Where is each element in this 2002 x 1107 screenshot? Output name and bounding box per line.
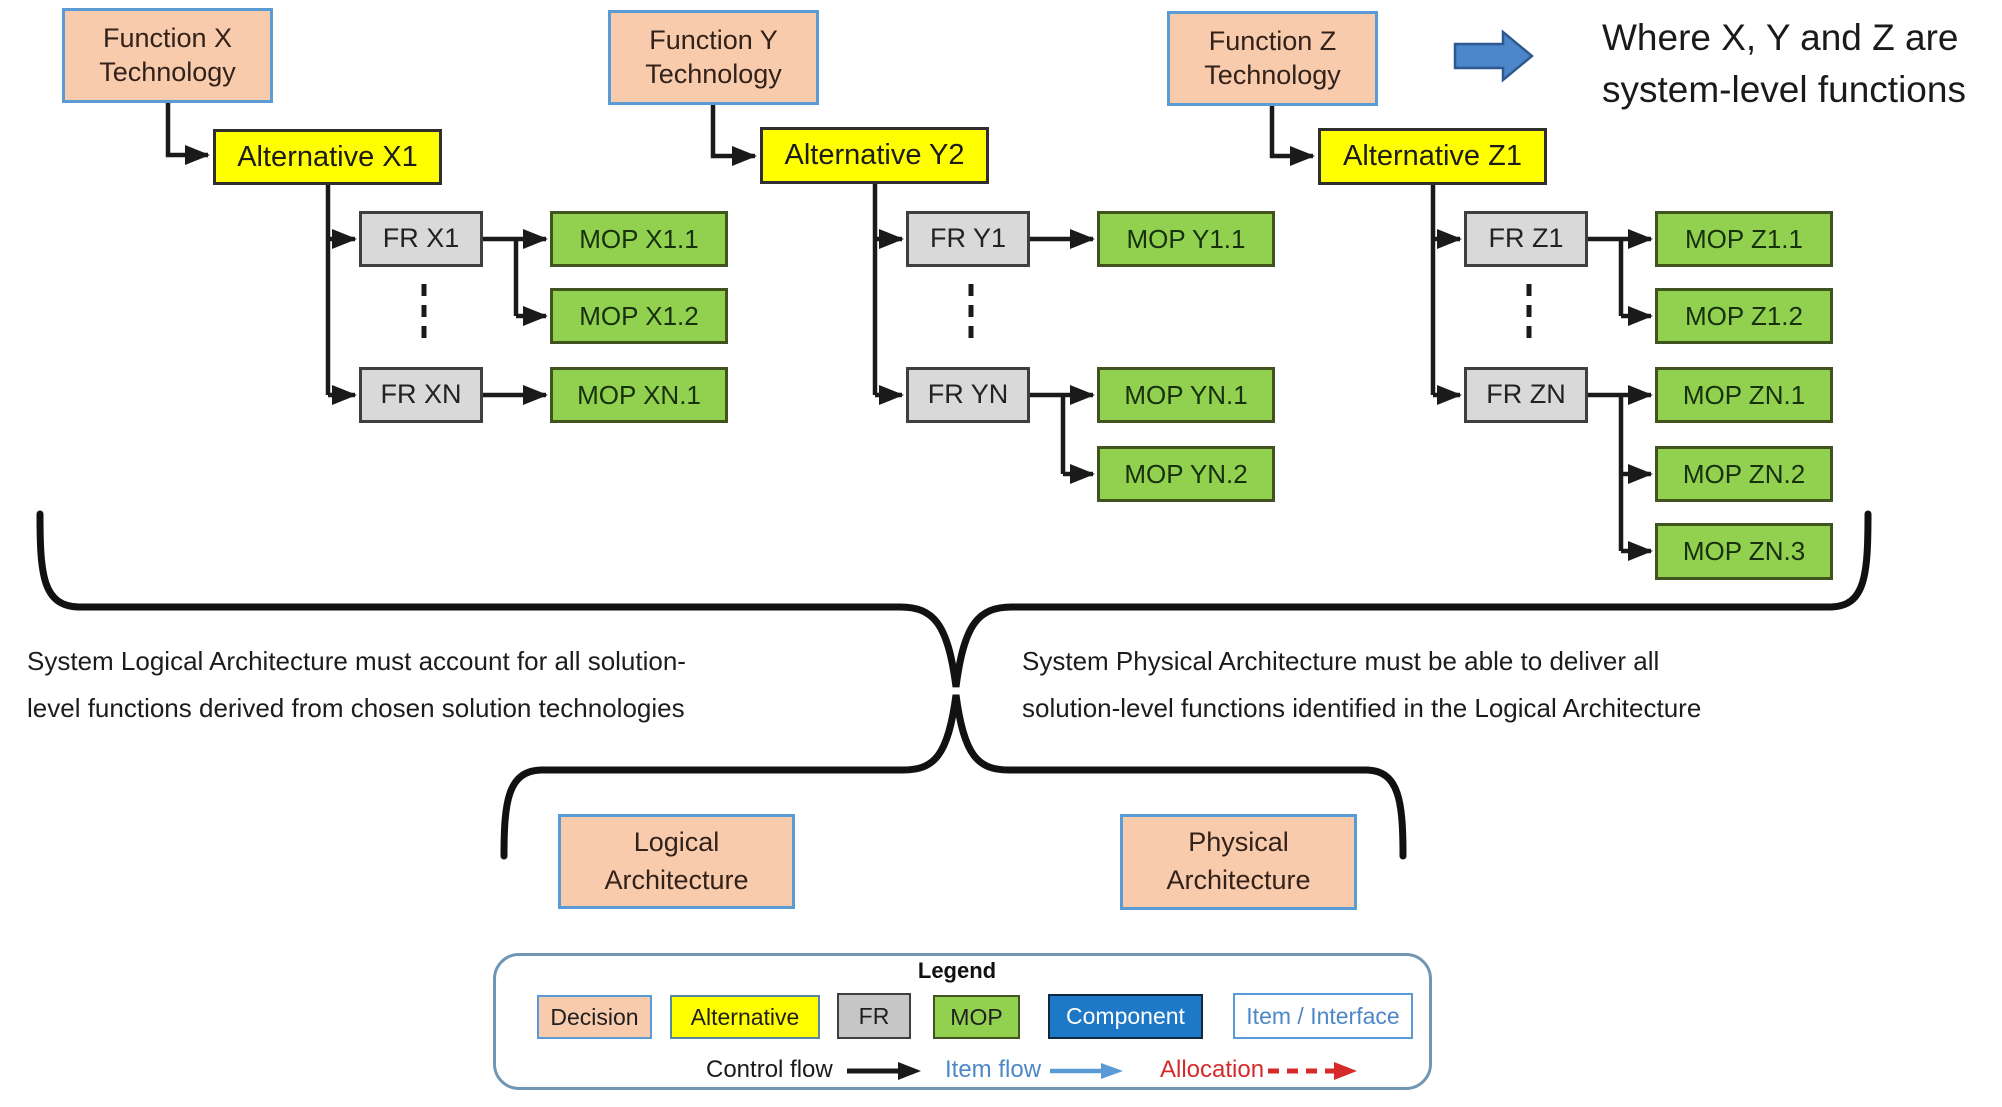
mop-z1-2-box: MOP Z1.2	[1655, 288, 1833, 344]
physical-architecture-line2: Architecture	[1166, 865, 1311, 895]
braces	[36, 510, 1872, 860]
physical-architecture-line1: Physical	[1188, 827, 1289, 858]
allocation-arrow-icon	[1268, 1062, 1357, 1080]
mop-zn-2-box: MOP ZN.2	[1655, 446, 1833, 502]
function-y-line1: Function Y	[649, 24, 778, 55]
mop-x1-2-box: MOP X1.2	[550, 288, 728, 344]
legend-allocation-label: Allocation	[1160, 1056, 1265, 1083]
control-flow-line	[1269, 106, 1315, 166]
mop-y1-1-box: MOP Y1.1	[1097, 211, 1275, 267]
function-y-technology-box: Function Y Technology	[608, 10, 819, 105]
mop-zn-3-box: MOP ZN.3	[1655, 523, 1833, 580]
physical-note-line2: solution-level functions identified in t…	[1022, 693, 1702, 723]
logical-architecture-line1: Logical	[633, 826, 720, 857]
physical-architecture-box: Physical Architecture	[1120, 814, 1357, 910]
function-x-line1: Function X	[102, 22, 233, 53]
function-z-technology-box: Function Z Technology	[1167, 11, 1378, 106]
legend-alternative-box: Alternative	[670, 995, 820, 1039]
function-x-technology-box: Function X Technology	[62, 8, 273, 103]
legend-item-interface-box: Item / Interface	[1233, 993, 1413, 1039]
mop-yn-1-box: MOP YN.1	[1097, 367, 1275, 423]
mop-yn-2-box: MOP YN.2	[1097, 446, 1275, 502]
physical-note-line1: System Physical Architecture must be abl…	[1022, 646, 1660, 676]
alternative-y2-box: Alternative Y2	[760, 127, 989, 184]
annotation-line2: system-level functions	[1602, 69, 1966, 110]
control-flow-arrow-icon	[847, 1062, 921, 1080]
function-y-line2: Technology	[645, 58, 782, 89]
column-z-connectors	[1269, 106, 1653, 561]
item-flow-arrow-icon	[1050, 1063, 1123, 1079]
block-arrow-icon	[1453, 29, 1534, 83]
control-flow-line	[710, 105, 757, 166]
mop-zn-1-box: MOP ZN.1	[1655, 367, 1833, 423]
lower-brace	[500, 694, 1407, 860]
legend-fr-box: FR	[837, 993, 911, 1039]
fr-z1-box: FR Z1	[1464, 211, 1588, 267]
column-y-connectors	[710, 105, 1095, 484]
fr-zn-box: FR ZN	[1464, 367, 1588, 423]
fr-x1-box: FR X1	[359, 211, 483, 267]
logical-architecture-line2: Architecture	[604, 864, 749, 895]
fr-yn-box: FR YN	[906, 367, 1030, 423]
legend-mop-box: MOP	[933, 995, 1020, 1039]
annotation-text: Where X, Y and Z are system-level functi…	[1602, 12, 1966, 116]
physical-note-text: System Physical Architecture must be abl…	[1022, 638, 1701, 732]
legend-title: Legend	[917, 958, 997, 983]
function-z-line2: Technology	[1204, 59, 1341, 90]
logical-note-line2: level functions derived from chosen solu…	[27, 693, 685, 723]
control-flow-line	[165, 103, 210, 165]
mop-z1-1-box: MOP Z1.1	[1655, 211, 1833, 267]
legend-component-box: Component	[1048, 994, 1203, 1039]
logical-note-line1: System Logical Architecture must account…	[27, 646, 686, 676]
mop-xn-1-box: MOP XN.1	[550, 367, 728, 423]
mop-x1-1-box: MOP X1.1	[550, 211, 728, 267]
alternative-z1-box: Alternative Z1	[1318, 128, 1547, 185]
function-z-line1: Function Z	[1208, 25, 1337, 56]
function-x-line2: Technology	[99, 56, 236, 87]
annotation-line1: Where X, Y and Z are	[1602, 17, 1959, 58]
fr-xn-box: FR XN	[359, 367, 483, 423]
legend-control-flow-label: Control flow	[706, 1056, 833, 1083]
logical-note-text: System Logical Architecture must account…	[27, 638, 686, 732]
legend-item-flow-label: Item flow	[945, 1056, 1042, 1083]
legend-decision-box: Decision	[537, 995, 652, 1039]
upper-brace	[36, 510, 1872, 688]
logical-architecture-box: Logical Architecture	[558, 814, 795, 909]
fr-y1-box: FR Y1	[906, 211, 1030, 267]
column-x-connectors	[165, 103, 548, 405]
alternative-x1-box: Alternative X1	[213, 129, 442, 185]
